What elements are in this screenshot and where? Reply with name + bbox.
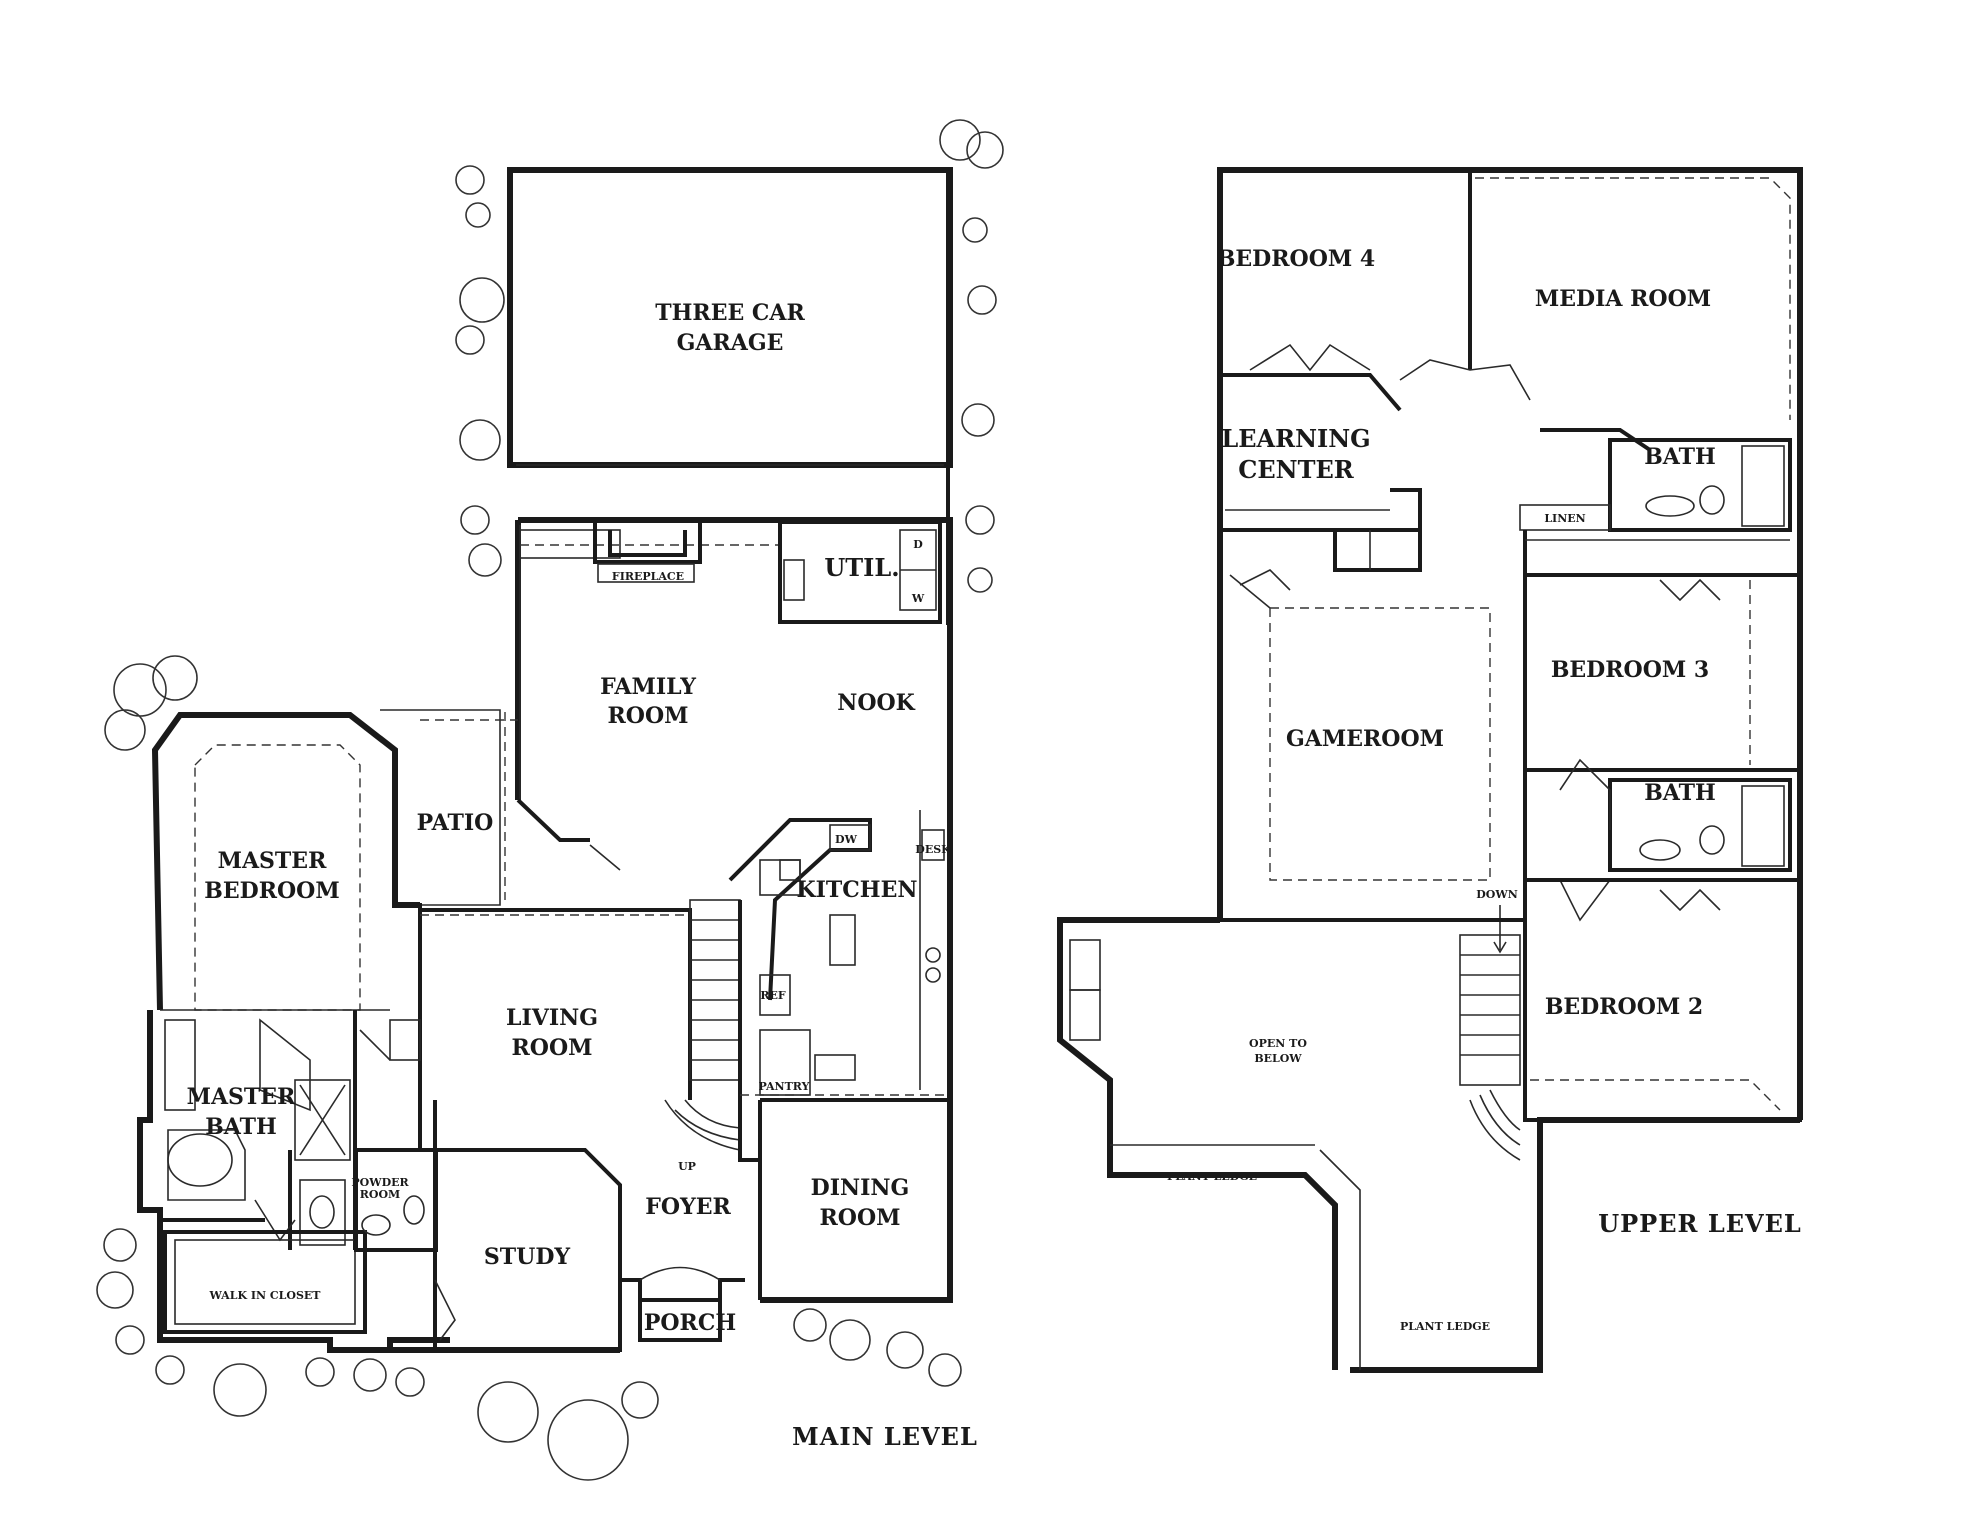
- room-label-foyer: FOYER: [645, 1194, 731, 1220]
- label-linen: LINEN: [1544, 512, 1585, 525]
- room-label-master-bath-2: BATH: [205, 1114, 277, 1140]
- room-label-bedroom4: BEDROOM 4: [1217, 246, 1375, 272]
- label-desk: DESK: [915, 843, 951, 856]
- room-label-patio: PATIO: [417, 810, 494, 836]
- label-dishwasher: DW: [835, 833, 858, 846]
- room-label-nook: NOOK: [837, 690, 915, 716]
- room-label-powder-2: ROOM: [360, 1188, 400, 1201]
- upper-exterior-wall: [1217, 167, 1803, 920]
- room-label-master-bedroom-2: BEDROOM: [204, 878, 339, 904]
- room-label-bath-top: BATH: [1644, 444, 1716, 470]
- room-label-family-2: ROOM: [608, 703, 689, 729]
- room-label-bedroom2: BEDROOM 2: [1545, 994, 1703, 1020]
- walk-in-closet-outline: [163, 1230, 367, 1334]
- label-dryer: D: [913, 538, 923, 551]
- level-title-main: MAIN LEVEL: [792, 1422, 978, 1451]
- label-plant-ledge-1: PLANT LEDGE: [1167, 1170, 1257, 1183]
- room-label-living-2: ROOM: [512, 1035, 593, 1061]
- label-stairs-up: UP: [678, 1160, 696, 1173]
- level-title-upper: UPPER LEVEL: [1598, 1209, 1802, 1238]
- fireplace-hearth: [593, 522, 702, 564]
- room-label-bedroom3: BEDROOM 3: [1551, 657, 1709, 683]
- room-label-garage-2: GARAGE: [677, 330, 784, 356]
- utility-room-outline: [778, 520, 942, 624]
- room-label-dining-1: DINING: [811, 1175, 910, 1201]
- label-open-to-below-2: BELOW: [1254, 1052, 1302, 1065]
- main-exterior-wall: [518, 517, 953, 1303]
- room-label-dining-2: ROOM: [820, 1205, 901, 1231]
- upper-level-plan: BEDROOM 4 MEDIA ROOM LEARNING CENTER BAT…: [1057, 167, 1803, 1373]
- room-label-garage-1: THREE CAR: [655, 300, 805, 326]
- label-stairs-down: DOWN: [1476, 888, 1518, 901]
- main-level-plan: THREE CAR GARAGE FIREPLACE UTIL. D W FAM…: [96, 119, 1004, 1481]
- label-plant-ledge-2: PLANT LEDGE: [1400, 1320, 1490, 1333]
- label-pantry: PANTRY: [759, 1080, 810, 1093]
- room-label-living-1: LIVING: [506, 1005, 598, 1031]
- room-label-bath-mid: BATH: [1644, 780, 1716, 806]
- room-label-kitchen: KITCHEN: [797, 877, 918, 903]
- room-label-master-bath-1: MASTER: [187, 1084, 296, 1110]
- label-open-to-below-1: OPEN TO: [1249, 1037, 1307, 1050]
- room-label-porch: PORCH: [644, 1310, 736, 1336]
- label-fireplace: FIREPLACE: [612, 570, 684, 583]
- room-label-gameroom: GAMEROOM: [1286, 726, 1444, 752]
- room-label-learning-2: CENTER: [1238, 455, 1354, 484]
- landscaping-shrubs: [96, 119, 1004, 1481]
- room-label-master-bedroom-1: MASTER: [218, 848, 327, 874]
- label-refrigerator: REF: [760, 989, 786, 1002]
- room-label-learning-1: LEARNING: [1221, 424, 1370, 453]
- room-label-powder-1: POWDER: [351, 1176, 409, 1189]
- room-label-study: STUDY: [484, 1244, 571, 1270]
- label-washer: W: [911, 592, 925, 605]
- room-label-walk-in-closet: WALK IN CLOSET: [209, 1289, 322, 1302]
- room-label-util: UTIL.: [824, 553, 899, 582]
- room-label-family-1: FAMILY: [600, 674, 696, 700]
- room-label-media-room: MEDIA ROOM: [1535, 286, 1711, 312]
